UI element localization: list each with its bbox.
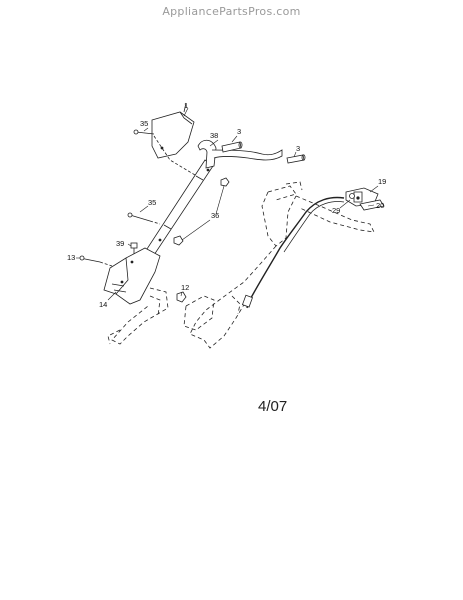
part-14-lower-bracket bbox=[103, 247, 161, 305]
phantom-frame-left bbox=[107, 287, 169, 345]
part-35-bolt-upper bbox=[133, 129, 155, 135]
part-1-handle-cover bbox=[151, 102, 195, 159]
phantom-handle-right bbox=[183, 181, 375, 349]
part-19-control-lever bbox=[345, 187, 379, 207]
control-cable bbox=[241, 196, 345, 309]
callout-3-left: 3 bbox=[237, 127, 241, 136]
callout-14: 14 bbox=[99, 300, 107, 309]
callout-29: 29 bbox=[332, 206, 340, 215]
part-36-nut-lower bbox=[173, 235, 184, 246]
callout-39: 39 bbox=[116, 239, 124, 248]
part-13-bolt bbox=[79, 255, 113, 267]
callout-35-middle: 35 bbox=[148, 198, 156, 207]
part-38-handle-loop bbox=[197, 139, 283, 169]
part-39-screw bbox=[130, 242, 138, 254]
part-3-grip-right bbox=[286, 154, 306, 164]
date-code: 4/07 bbox=[258, 398, 288, 415]
callout-35-upper: 35 bbox=[140, 119, 148, 128]
leader-lines bbox=[76, 107, 379, 301]
callout-1: 1 bbox=[184, 101, 188, 110]
callout-20: 20 bbox=[376, 201, 384, 210]
callout-13: 13 bbox=[67, 253, 75, 262]
part-36-nut-upper bbox=[220, 177, 230, 187]
watermark: AppliancePartsPros.com bbox=[162, 5, 301, 18]
callout-36: 36 bbox=[211, 211, 219, 220]
part-35-bolt-middle bbox=[127, 212, 161, 225]
callout-3-right: 3 bbox=[296, 144, 300, 153]
callout-12: 12 bbox=[181, 283, 189, 292]
callout-19: 19 bbox=[378, 177, 386, 186]
part-20-grip bbox=[359, 199, 385, 211]
callout-38: 38 bbox=[210, 131, 218, 140]
part-3-grip-left bbox=[221, 141, 243, 153]
